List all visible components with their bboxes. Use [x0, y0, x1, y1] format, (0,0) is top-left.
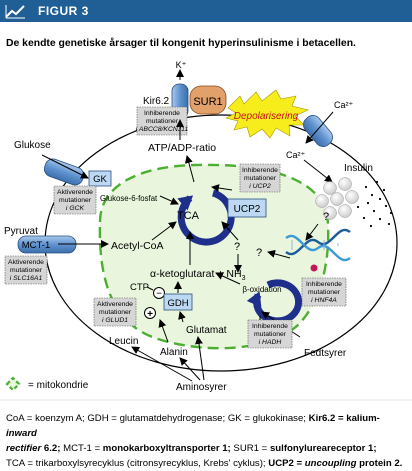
svg-text:i HADH: i HADH — [259, 339, 282, 346]
sur1-receptor: SUR1 — [189, 85, 227, 115]
kir62-label: Kir6.2 — [143, 96, 170, 107]
question-mark-1: ? — [234, 241, 240, 253]
svg-text:mutationer: mutationer — [254, 331, 287, 338]
glukose-label: Glukose — [14, 140, 51, 151]
svg-text:mutationer: mutationer — [99, 309, 132, 316]
mitochondrion — [98, 163, 330, 350]
svg-text:i UCP2: i UCP2 — [249, 183, 271, 190]
mutation-box-glud1: Aktiverende mutationer i GLUD1 — [93, 297, 137, 327]
k-ion-label: K⁺ — [176, 60, 187, 70]
svg-text:+: + — [147, 309, 153, 320]
svg-text:i HNF4A: i HNF4A — [311, 297, 337, 304]
tca-label: TCA — [177, 210, 200, 222]
insulin-granules — [315, 177, 393, 228]
beta-oxidation-label: β-oxidation — [242, 285, 281, 294]
legend-mitochondrion: = mitokondrie — [5, 376, 89, 392]
svg-text:Aktiverende: Aktiverende — [97, 301, 133, 308]
aminosyrer-label: Aminosyrer — [176, 382, 227, 393]
svg-text:i GLUD1: i GLUD1 — [102, 317, 128, 324]
gk-enzyme: GK — [88, 170, 112, 187]
figure-caption: CoA = koenzym A; GDH = glutamatdehydroge… — [6, 411, 410, 471]
alanin-label: Alanin — [160, 347, 188, 358]
svg-text:mutationer: mutationer — [308, 289, 341, 296]
mutation-box-slc16a1: Aktiverende mutationer i SLC16A1 — [4, 255, 48, 285]
svg-text:Inhiberende: Inhiberende — [306, 281, 342, 288]
ucp2-label: UCP2 — [234, 204, 261, 215]
svg-text:Aktiverende: Aktiverende — [8, 259, 44, 266]
svg-text:mutationer: mutationer — [10, 267, 43, 274]
gdh-enzyme: GDH — [163, 293, 193, 311]
pyruvat-label: Pyruvat — [4, 226, 38, 237]
calcium-channel — [303, 111, 334, 147]
glukose6fosfat-label: Glukose-6-fosfat — [100, 194, 158, 203]
svg-text:Inhiberende: Inhiberende — [144, 110, 180, 117]
mutation-box-abcc8-kcnj11: Inhiberende mutationer i ABCC8/KCNJ11 — [136, 106, 189, 136]
figure-subtitle: De kendte genetiske årsager til kongenit… — [6, 38, 356, 49]
depolarisering-label: Depolarisering — [234, 111, 299, 122]
svg-text:mutationer: mutationer — [59, 197, 92, 204]
legend-label: = mitokondrie — [28, 380, 89, 391]
chart-line-icon — [5, 5, 25, 19]
acetylcoa-label: Acetyl-CoA — [111, 240, 164, 252]
question-mark-2: ? — [256, 247, 262, 259]
ca-inside-label: Ca²⁺ — [286, 150, 306, 160]
mutation-box-gck: Aktiverende mutationer i GCK — [53, 185, 97, 215]
svg-text:Inhiberende: Inhiberende — [242, 167, 278, 174]
dna-helix-icon — [285, 228, 351, 272]
depolarisering-burst: Depolarisering — [225, 89, 309, 139]
svg-text:mutationer: mutationer — [244, 175, 277, 182]
mutation-box-hadh: Inhiberende mutationer i HADH — [247, 319, 293, 349]
mct1-label: MCT-1 — [22, 240, 51, 251]
mutation-box-ucp2: Inhiberende mutationer i UCP2 — [239, 163, 281, 193]
figure-title: FIGUR 3 — [38, 4, 89, 18]
leucin-label: Leucin — [109, 336, 138, 347]
svg-text:−: − — [156, 289, 162, 300]
insulin-label: Insulin — [344, 163, 373, 174]
ucp2-protein: UCP2 — [227, 198, 267, 218]
sur1-label: SUR1 — [193, 96, 222, 108]
fedtsyrer-label: Fedtsyrer — [304, 348, 347, 359]
mutation-box-hnf4a: Inhiberende mutationer i HNF4A — [301, 277, 347, 307]
caption-line-2: rectifier 6.2; MCT-1 = monokarboxyltrans… — [6, 443, 377, 454]
ctp-label: CTP — [130, 282, 149, 293]
caption-line-3: TCA = trikarboxylsyrecyklus (citronsyrec… — [6, 458, 403, 469]
glucose-transporter — [43, 158, 85, 186]
svg-text:i GCK: i GCK — [66, 205, 85, 212]
svg-text:mutationer: mutationer — [146, 118, 179, 125]
atp-adp-label: ATP/ADP-ratio — [148, 142, 216, 154]
ca-outside-label: Ca²⁺ — [334, 100, 354, 110]
plus-regulator-icon: + — [144, 307, 156, 320]
svg-text:i SLC16A1: i SLC16A1 — [10, 275, 43, 282]
caption-line-1: CoA = koenzym A; GDH = glutamatdehydroge… — [6, 413, 380, 439]
gk-label: GK — [93, 174, 107, 185]
question-mark-3: ? — [323, 211, 329, 223]
minus-regulator-icon: − — [153, 287, 165, 300]
svg-text:Inhiberende: Inhiberende — [252, 323, 288, 330]
glutamat-label: Glutamat — [186, 325, 227, 336]
beta-oxidation-cycle: β-oxidation — [242, 279, 303, 325]
svg-text:Aktiverende: Aktiverende — [57, 189, 93, 196]
figure-header: FIGUR 3 — [0, 0, 412, 22]
gdh-label: GDH — [167, 298, 188, 309]
svg-text:i ABCC8/KCNJ11: i ABCC8/KCNJ11 — [136, 126, 189, 133]
